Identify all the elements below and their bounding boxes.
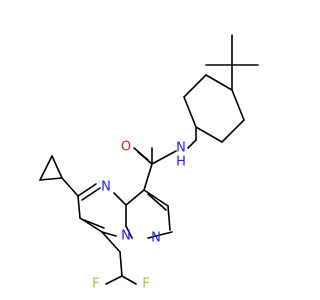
bond — [143, 163, 153, 191]
bond — [151, 150, 177, 165]
amide-hydrogen-atom: H — [176, 155, 186, 170]
oxygen-atom: O — [121, 140, 131, 155]
bond — [195, 126, 223, 143]
bond — [101, 231, 121, 253]
bond — [183, 74, 207, 98]
tert-butyl-group — [205, 34, 259, 91]
bond — [77, 195, 81, 219]
bond — [81, 187, 101, 201]
pyrazole-nitrogen-atom: N — [151, 231, 161, 246]
bond — [119, 251, 123, 277]
amide-nitrogen-atom: N — [176, 141, 186, 156]
bond — [143, 189, 169, 207]
bond — [147, 193, 167, 211]
bond — [105, 275, 123, 285]
bond — [231, 89, 245, 121]
bond — [101, 231, 117, 237]
cyclohexane-ring — [183, 74, 245, 143]
difluoromethyl-group — [101, 231, 137, 285]
bond — [125, 225, 133, 239]
bridgehead-nitrogen-atom: N — [121, 229, 131, 244]
bond — [147, 231, 173, 239]
fluorine-atom-right: F — [142, 277, 149, 292]
bond — [133, 147, 149, 161]
bond — [183, 96, 197, 128]
bond — [113, 192, 127, 206]
molecule-diagram: O N H N N N F F — [39, 34, 259, 292]
structure-drawing: O N H N N N F F — [39, 34, 259, 292]
bond — [167, 205, 171, 231]
bond — [51, 155, 63, 179]
bond — [187, 139, 197, 149]
bond — [221, 119, 245, 143]
pyrimidine-nitrogen-atom: N — [101, 180, 111, 195]
bond — [39, 155, 53, 181]
fluorine-atom-left: F — [92, 277, 99, 292]
pyrazolopyrimidine-core — [77, 183, 173, 239]
bond — [39, 177, 63, 181]
cyclopropyl-group — [39, 155, 79, 197]
bond — [121, 275, 137, 285]
bond — [77, 183, 97, 197]
bond — [61, 177, 79, 197]
amide-group — [133, 147, 177, 191]
bond — [205, 74, 233, 91]
bond — [83, 219, 105, 229]
bond — [125, 189, 145, 206]
